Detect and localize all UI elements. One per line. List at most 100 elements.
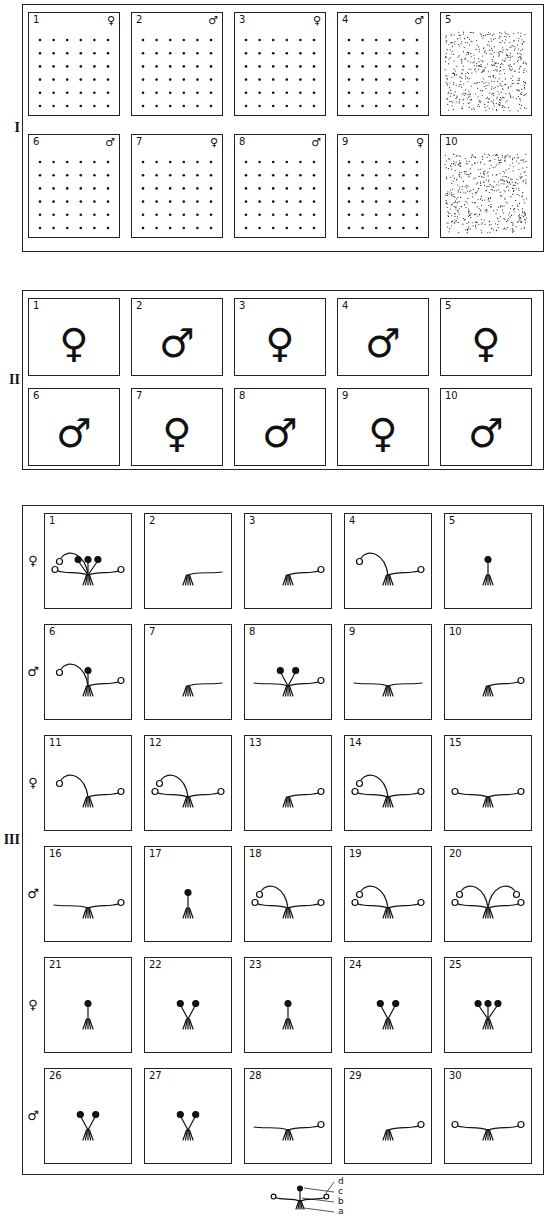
cell-box: 6♂ [28,388,120,466]
cell-box: 12 [144,735,232,831]
chromosome-figure [475,1001,501,1030]
cell-box: 21 [44,957,132,1053]
cell-number: 15 [449,737,462,749]
chromosome-figure [383,1122,424,1141]
sex-symbol: ♀ [107,14,115,27]
stipple-field [445,154,528,234]
cell-box: 8 [244,624,332,720]
legend-figure [271,1186,329,1209]
cell-box: 11 [44,735,132,831]
cell-box: 16 [44,846,132,942]
chromosome-figure [57,775,125,807]
chromosome-figure [483,557,493,586]
cell-box: 1♀ [28,12,120,116]
cell-number: 2 [136,14,142,26]
panel-numeral: III [4,832,20,847]
cell-box: 3♀ [234,12,326,116]
cell-box: 17 [144,846,232,942]
cell-box: 9♀ [337,388,429,466]
panel-frame: I1♀2♂3♀4♂56♂7♀8♂9♀10 [22,4,544,252]
cell-box: 20 [444,846,532,942]
sex-symbol: ♂ [311,136,321,149]
sex-symbol: ♂ [56,413,92,453]
cell-box: 10 [444,624,532,720]
cell-number: 6 [49,626,55,638]
cell-number: 1 [49,515,55,527]
chromosome-figure [183,683,222,696]
cell-box: 7♀ [131,134,223,238]
dot-grid [39,161,110,230]
cell-number: 8 [239,136,245,148]
label-holder: ♂ [27,1109,39,1123]
part-letter: b [338,1197,344,1207]
cell-box: 27 [144,1068,232,1164]
panel-numeral-holder: II [9,372,20,387]
sex-symbol: ♂ [414,14,424,27]
cell-box: 1♀ [28,298,120,376]
cell-number: 9 [342,390,348,402]
chromosome-figure [452,789,524,808]
panel-numeral-holder: I [15,120,20,135]
cell-number: 2 [136,300,142,312]
row-sex-label: ♂ [27,887,39,901]
cell-number: 5 [445,14,451,26]
panel-numeral: II [9,372,20,387]
cell-number: 16 [49,848,62,860]
dot-grid [142,161,213,230]
cell-number: 20 [449,848,462,860]
chromosome-figure [452,1122,524,1141]
cell-box: 26 [44,1068,132,1164]
cell-box: 6♂ [28,134,120,238]
sex-symbol: ♂ [468,413,504,453]
dot-grid [39,39,110,108]
sex-symbol: ♀ [265,323,294,363]
cell-number: 25 [449,959,462,971]
cell-number: 29 [349,1070,362,1082]
chromosome-figure [177,1112,198,1141]
chromosome-figure [354,683,422,696]
cell-box: 10 [440,134,532,238]
sex-symbol: ♀ [416,136,424,149]
stipple-field [445,32,528,112]
cell-box: 8♂ [234,388,326,466]
sex-symbol: ♂ [105,136,115,149]
chromosome-figure [52,553,124,585]
cell-number: 4 [349,515,355,527]
sex-symbol: ♂ [365,323,401,363]
cell-number: 3 [249,515,255,527]
dot-grid [245,39,316,108]
cell-number: 21 [49,959,62,971]
part-letter: a [338,1207,344,1217]
sex-symbol: ♂ [208,14,218,27]
cell-number: 2 [149,515,155,527]
cell-number: 26 [49,1070,62,1082]
cell-number: 4 [342,300,348,312]
dot-grid [142,39,213,108]
cell-box: 28 [244,1068,332,1164]
row-sex-label: ♂ [27,665,39,679]
cell-number: 7 [149,626,155,638]
label-holder: ♀ [28,776,38,790]
cell-number: 1 [33,14,39,26]
chromosome-figure [283,567,324,586]
cell-box: 18 [244,846,332,942]
row-sex-label: ♀ [28,776,38,790]
cell-number: 9 [349,626,355,638]
cell-number: 8 [249,626,255,638]
panel-frame: III1234567891011121314151617181920212223… [22,505,544,1175]
cell-box: 4 [344,513,432,609]
cell-box: 6 [44,624,132,720]
sex-symbol: ♀ [162,413,191,453]
chromosome-figure [183,890,193,919]
cell-box: 9♀ [337,134,429,238]
cell-number: 9 [342,136,348,148]
sex-symbol: ♀ [368,413,397,453]
cell-box: 5♀ [440,298,532,376]
cell-number: 10 [445,136,458,148]
chromosome-figure [483,678,524,697]
chromosome-figure [283,1001,293,1030]
cell-box: 7♀ [131,388,223,466]
cell-box: 13 [244,735,332,831]
label-holder: ♀ [28,554,38,568]
cell-box: 30 [444,1068,532,1164]
